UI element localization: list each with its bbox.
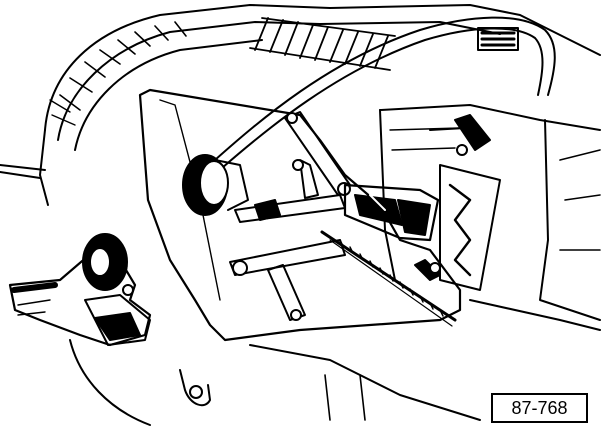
servo-motor <box>182 154 249 216</box>
control-cable <box>214 16 556 169</box>
left-bracket <box>0 164 152 347</box>
linkage-arms <box>229 111 351 321</box>
pivot-bracket <box>414 114 501 291</box>
lower-housing <box>69 299 601 426</box>
vent-grille <box>477 27 519 51</box>
figure-reference-label: 87-768 <box>491 393 588 423</box>
right-housing <box>379 104 601 321</box>
threaded-rod <box>320 230 457 327</box>
vent-ribs <box>249 17 396 71</box>
actuator-block <box>343 183 440 242</box>
housing-outline <box>39 4 601 206</box>
